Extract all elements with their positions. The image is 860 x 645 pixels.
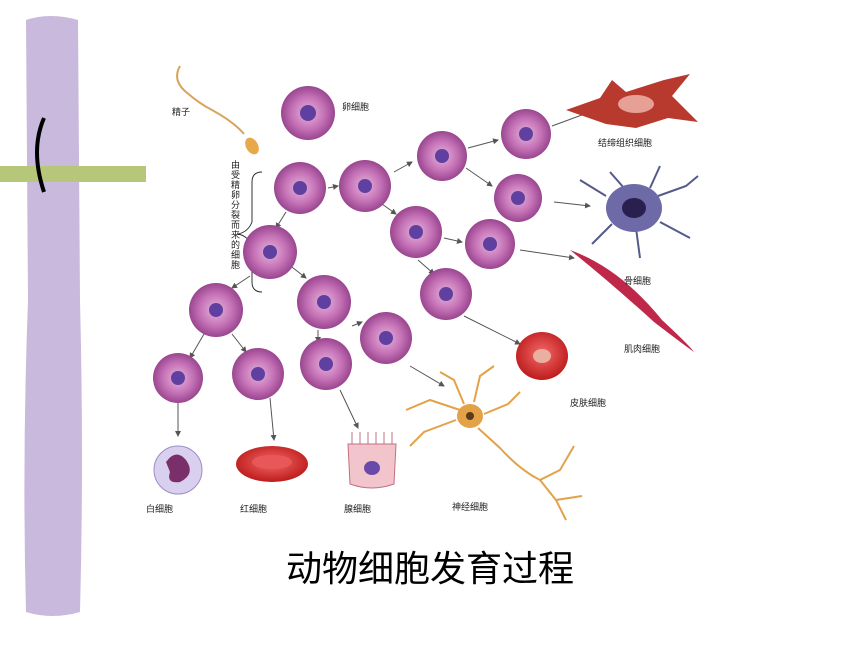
decorative-left-bar [24,16,82,616]
label-connective: 结缔组织细胞 [598,139,653,149]
bone-cell [579,165,699,259]
cell [417,131,467,181]
stem-cells [153,86,551,403]
cell [494,174,542,222]
label-nerve: 神经细胞 [452,503,489,513]
connective-tissue-cell [566,74,698,128]
label-bone: 骨细胞 [624,277,652,287]
decorative-accent-line [0,166,146,182]
sperm-cell [176,65,259,155]
label-white-blood: 白细胞 [146,505,174,515]
cell [297,275,351,329]
red-blood-cell [236,446,308,482]
cell [232,348,284,400]
slide-caption: 动物细胞发育过程 [286,549,575,590]
label-skin: 皮肤细胞 [570,399,607,409]
muscle-cell [570,250,694,352]
cell [153,353,203,403]
skin-cell [516,332,568,380]
label-red-blood: 红细胞 [240,505,268,515]
division-bracket [237,171,263,293]
cell [274,162,326,214]
label-egg: 卵细胞 [342,103,370,113]
cell [339,160,391,212]
cell-egg [281,86,335,140]
label-sperm: 精子 [172,108,191,118]
cell [360,312,412,364]
label-gland: 腺细胞 [344,505,372,515]
cell [420,268,472,320]
cell [243,225,297,279]
nerve-cell [405,365,583,521]
bracket-icon [35,117,46,193]
cell [501,109,551,159]
cell [465,219,515,269]
cell [390,206,442,258]
cell [300,338,352,390]
white-blood-cell [153,445,203,495]
gland-cell [347,432,397,489]
label-muscle: 肌肉细胞 [624,345,661,355]
label-division: 由受精卵分裂而来的细胞 [229,160,239,270]
cell [189,283,243,337]
